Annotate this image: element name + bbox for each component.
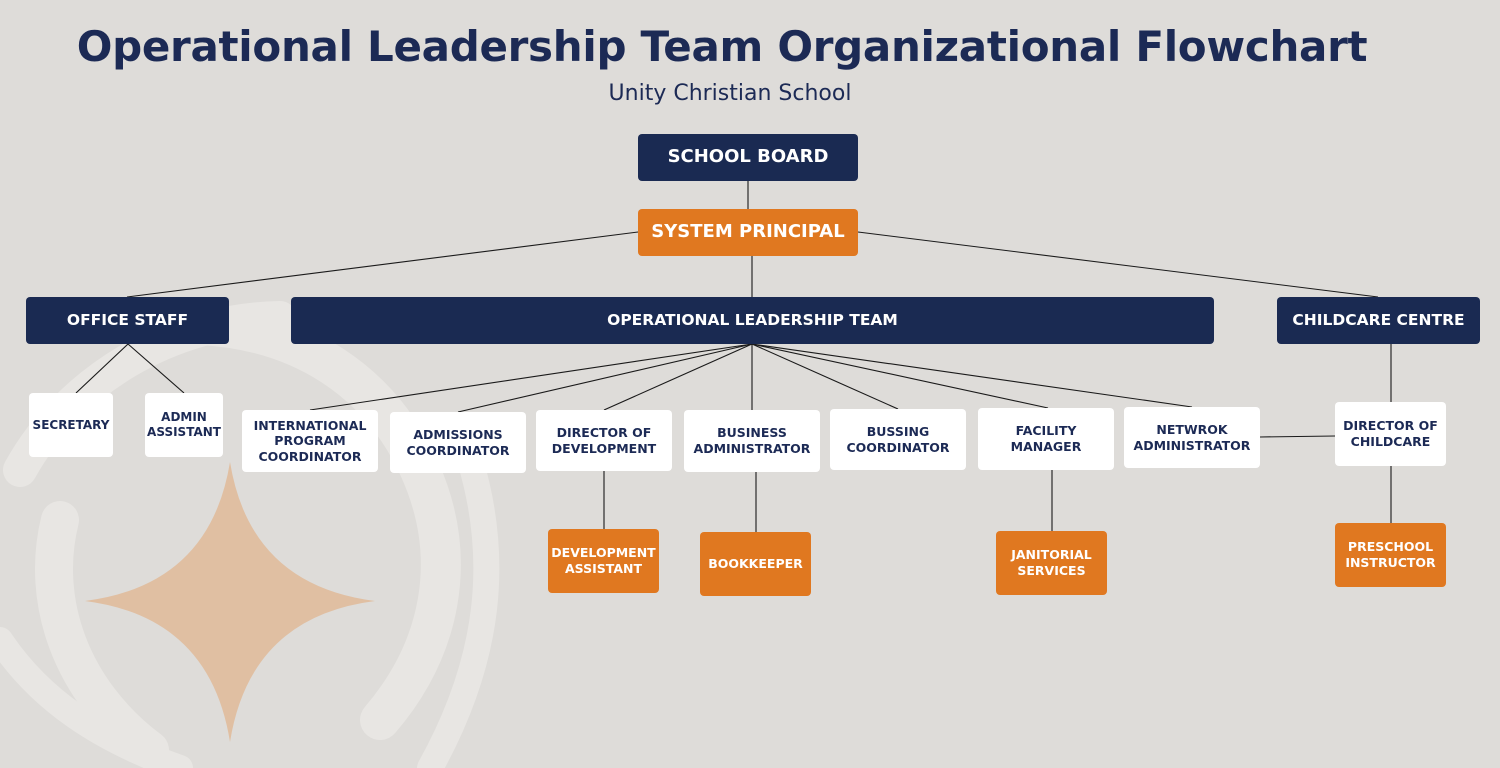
international-program-coordinator-node: INTERNATIONAL PROGRAM COORDINATOR (242, 410, 378, 472)
page-subtitle: Unity Christian School (608, 81, 852, 106)
connector-olt-network (751, 343, 1193, 408)
connector-olt-development (603, 343, 753, 411)
system-principal-node: SYSTEM PRINCIPAL (638, 209, 858, 256)
admissions-coordinator-node: ADMISSIONS COORDINATOR (390, 412, 526, 473)
connector-olt-facility (751, 343, 1049, 409)
connector-olt-international (309, 343, 753, 411)
director-of-development-node: DIRECTOR OF DEVELOPMENT (536, 410, 672, 471)
connector-network-director-childcare (1259, 435, 1336, 438)
connector-office-secretary (75, 343, 129, 394)
bussing-coordinator-node: BUSSING COORDINATOR (830, 409, 966, 470)
connector-office-admin-assistant (127, 343, 185, 394)
childcare-centre-node: CHILDCARE CENTRE (1277, 297, 1480, 344)
star-sparkle-icon (85, 462, 375, 742)
director-of-childcare-node: DIRECTOR OF CHILDCARE (1335, 402, 1446, 466)
operational-leadership-team-node: OPERATIONAL LEADERSHIP TEAM (291, 297, 1214, 344)
network-administrator-node: NETWROK ADMINISTRATOR (1124, 407, 1260, 468)
watermark-swirl-icon (0, 301, 500, 768)
business-administrator-node: BUSINESS ADMINISTRATOR (684, 410, 820, 472)
school-board-node: SCHOOL BOARD (638, 134, 858, 181)
admin-assistant-node: ADMIN ASSISTANT (145, 393, 223, 457)
connector-principal-childcare (857, 231, 1379, 298)
development-assistant-node: DEVELOPMENT ASSISTANT (548, 529, 659, 593)
bookkeeper-node: BOOKKEEPER (700, 532, 811, 596)
janitorial-services-node: JANITORIAL SERVICES (996, 531, 1107, 595)
connector-olt-bussing (751, 343, 899, 410)
preschool-instructor-node: PRESCHOOL INSTRUCTOR (1335, 523, 1446, 587)
connector-principal-office-staff (126, 231, 639, 298)
connector-olt-admissions (457, 343, 753, 413)
office-staff-node: OFFICE STAFF (26, 297, 229, 344)
page-title: Operational Leadership Team Organization… (76, 22, 1368, 71)
facility-manager-node: FACILITY MANAGER (978, 408, 1114, 470)
secretary-node: SECRETARY (29, 393, 113, 457)
